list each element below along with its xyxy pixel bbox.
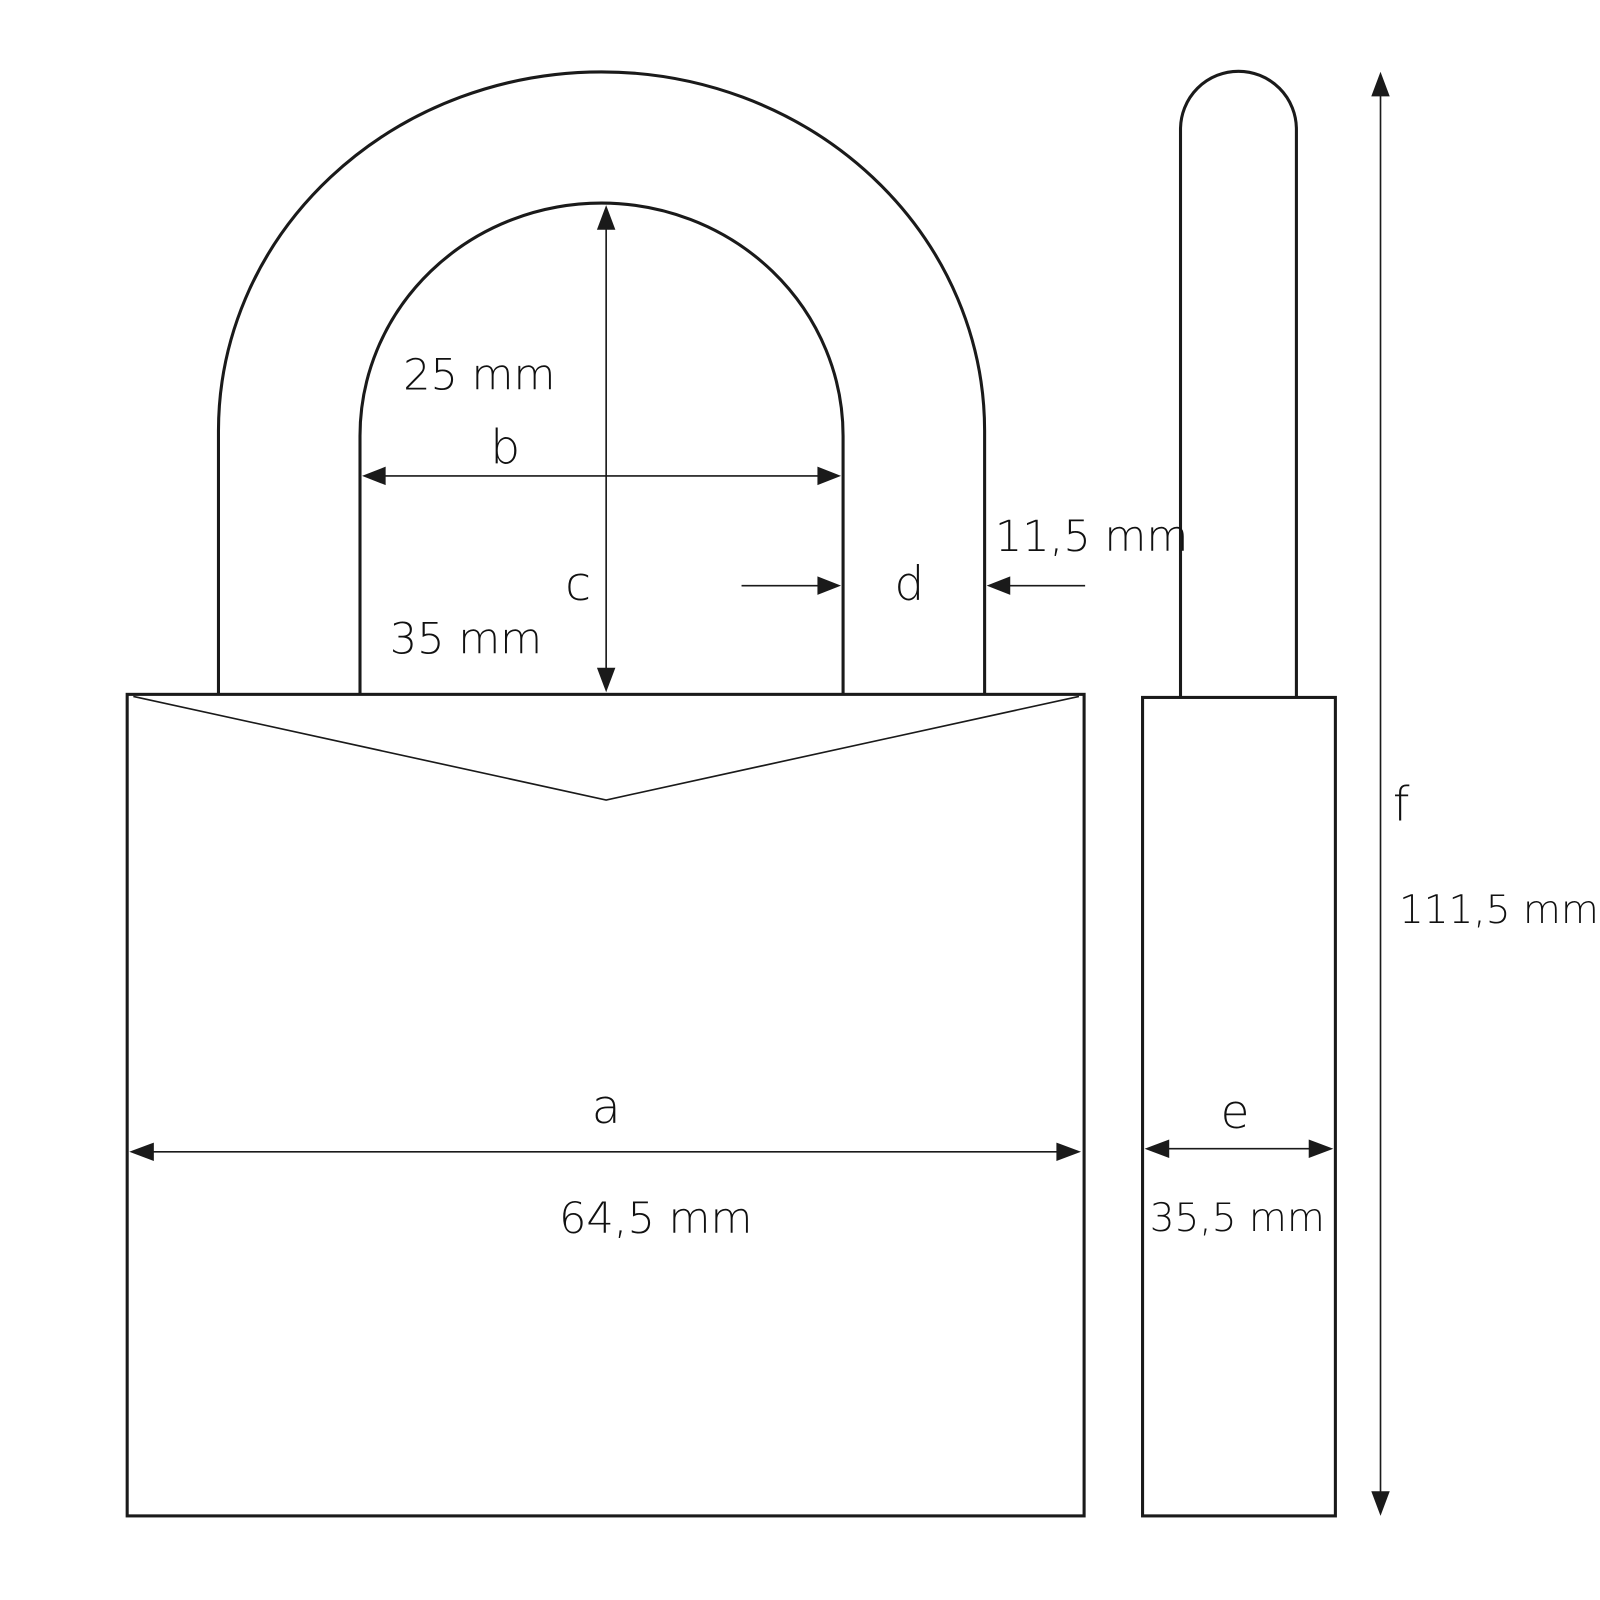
label-c: c [565, 557, 591, 612]
value-f: 111,5 mm [1399, 888, 1599, 933]
dimension-e-arrow [1144, 1139, 1334, 1158]
shackle-inner [358, 201, 845, 695]
dimension-b-arrow [362, 466, 842, 486]
dimension-f-arrow [1371, 71, 1390, 1516]
label-b: b [490, 421, 520, 476]
value-e: 35,5 mm [1150, 1196, 1325, 1241]
value-b: 25 mm [403, 351, 555, 401]
label-a: a [592, 1080, 621, 1135]
lock-body-front [125, 692, 1086, 1518]
value-d: 11,5 mm [995, 512, 1188, 562]
label-e: e [1221, 1085, 1250, 1140]
body-bevel [133, 695, 1080, 801]
label-d: d [894, 557, 924, 612]
value-c: 35 mm [390, 614, 542, 664]
dimension-d-arrows [741, 576, 1086, 595]
dimension-c-arrow [596, 205, 616, 693]
label-f: f [1393, 778, 1410, 833]
dimension-a-arrow [129, 1142, 1082, 1162]
value-a: 64,5 mm [559, 1194, 752, 1244]
lock-body-side [1141, 695, 1337, 1518]
shackle-side [1178, 69, 1298, 698]
shackle-outer [216, 70, 987, 695]
